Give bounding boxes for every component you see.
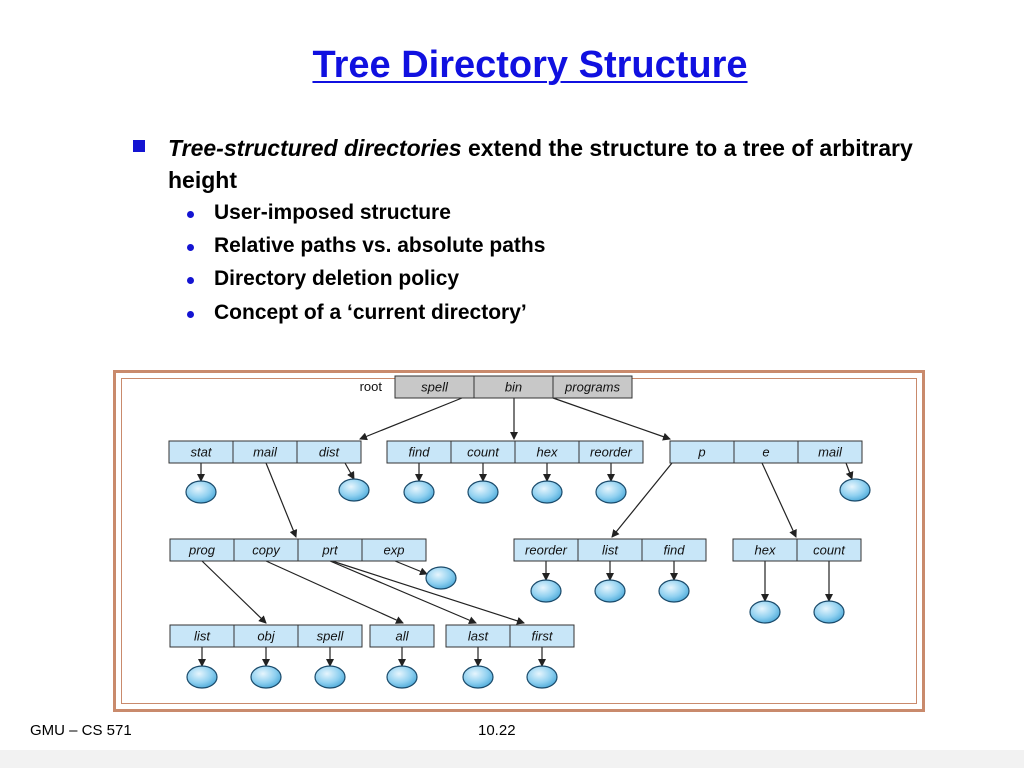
sub-bullet: User-imposed structure (214, 201, 451, 224)
file-node (658, 579, 690, 603)
file-node (530, 579, 562, 603)
file-node (839, 478, 871, 502)
file-node (467, 480, 499, 504)
directory-entry-label: spell (317, 629, 345, 644)
tree-edge (359, 397, 463, 441)
directory-entry-label: reorder (590, 445, 633, 460)
file-node (338, 478, 370, 502)
file-node (749, 600, 781, 624)
bullet-list: Tree-structured directories extend the s… (0, 0, 1024, 340)
directory-entry-label: all (395, 629, 409, 644)
tree-edge (552, 397, 671, 441)
main-bullet-emphasis: Tree-structured directories (168, 135, 462, 161)
directory-entry-label: first (532, 629, 554, 644)
sub-bullet-dot-icon (187, 244, 194, 251)
file-node (250, 665, 282, 689)
directory-entry (796, 538, 862, 562)
footer-course: GMU – CS 571 (30, 722, 132, 739)
directory-entry (552, 375, 633, 399)
directory-entry-label: find (409, 445, 431, 460)
directory-entry-label: list (194, 629, 211, 644)
sub-bullet-dot-icon (187, 277, 194, 284)
directory-entry (296, 440, 362, 464)
directory-entry-label: count (813, 543, 846, 558)
directory-entry-label: prt (321, 543, 339, 558)
directory-entry-label: hex (755, 543, 776, 558)
sub-bullet-dot-icon (187, 311, 194, 318)
sub-bullet-dot-icon (187, 211, 194, 218)
directory-entry-label: hex (537, 445, 558, 460)
directory-entry-label: obj (257, 629, 275, 644)
tree-edge (201, 560, 267, 624)
directory-entry-label: dist (319, 445, 341, 460)
directory-entry-label: mail (253, 445, 278, 460)
directory-entry (361, 538, 427, 562)
file-node (386, 665, 418, 689)
tree-edge (329, 560, 477, 624)
bullet-square-icon (133, 140, 145, 152)
directory-entry-label: spell (421, 380, 449, 395)
directory-entry-label: reorder (525, 543, 568, 558)
directory-entry (797, 440, 863, 464)
footer-page-number: 10.22 (478, 722, 516, 739)
tree-edge (611, 462, 673, 538)
tree-edge (344, 462, 355, 480)
directory-entry-label: bin (505, 380, 522, 395)
file-node (813, 600, 845, 624)
file-node (594, 579, 626, 603)
directory-entry (578, 440, 644, 464)
directory-entry-label: prog (188, 543, 216, 558)
directory-entry-label: mail (818, 445, 843, 460)
sub-bullet: Directory deletion policy (214, 267, 460, 290)
file-node (531, 480, 563, 504)
directory-entry-label: p (697, 445, 705, 460)
sub-bullet: Concept of a ‘current directory’ (214, 301, 527, 324)
file-node (595, 480, 627, 504)
tree-edge (394, 560, 428, 576)
directory-entry-label: stat (191, 445, 213, 460)
bottom-bar (0, 750, 1024, 768)
tree-edge (331, 560, 525, 625)
file-node (462, 665, 494, 689)
directory-entry (369, 624, 435, 648)
file-node (526, 665, 558, 689)
directory-entry-label: copy (252, 543, 281, 558)
directory-entry-label: last (468, 629, 490, 644)
tree-edge (265, 462, 298, 538)
directory-entry-label: exp (384, 543, 405, 558)
tree-edge (265, 560, 404, 624)
sub-bullet: Relative paths vs. absolute paths (214, 234, 546, 257)
file-node (186, 665, 218, 689)
page-title: Tree Directory Structure (312, 44, 748, 86)
directory-entry-label: list (602, 543, 619, 558)
file-node (185, 480, 217, 504)
main-bullet-text: extend the structure to a tree of arbitr… (168, 135, 913, 193)
file-node (403, 480, 435, 504)
directory-entry-label: e (762, 445, 769, 460)
directory-entry (641, 538, 707, 562)
directory-entry-label: count (467, 445, 500, 460)
directory-entry (509, 624, 575, 648)
file-node (314, 665, 346, 689)
directory-entry-label: programs (564, 380, 620, 395)
directory-entry-label: find (664, 543, 686, 558)
tree-edge (845, 462, 854, 480)
tree-edge (761, 462, 797, 538)
file-node (425, 566, 457, 590)
root-label: root (360, 379, 383, 394)
main-bullet: Tree-structured directories extend the s… (168, 132, 988, 196)
directory-entry (297, 624, 363, 648)
